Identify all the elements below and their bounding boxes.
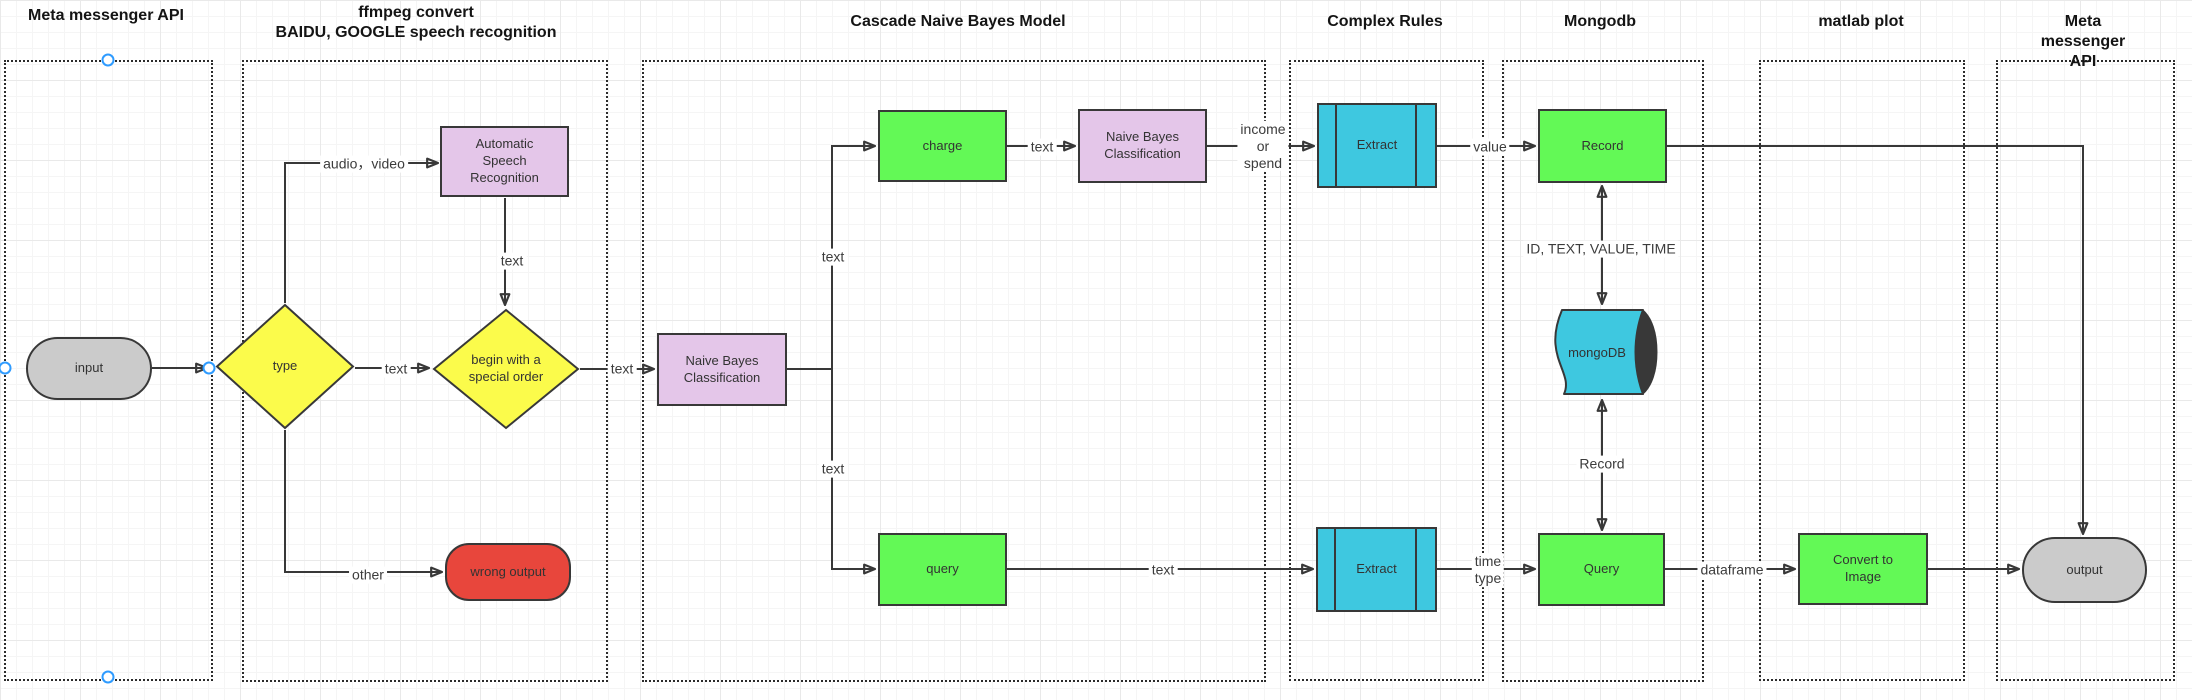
edge-label-record: Record bbox=[1576, 455, 1628, 473]
node-naive-bayes-charge[interactable]: Naive Bayes Classification bbox=[1078, 109, 1207, 183]
node-input[interactable]: input bbox=[26, 337, 152, 400]
connection-handle-top[interactable] bbox=[101, 53, 115, 67]
edge-label-dataframe: dataframe bbox=[1697, 561, 1767, 579]
container-meta-messenger-right[interactable] bbox=[1996, 60, 2175, 681]
container-mongodb[interactable] bbox=[1502, 60, 1704, 682]
title-matlab: matlab plot bbox=[1818, 13, 1904, 30]
node-output-label: output bbox=[2066, 561, 2103, 577]
title-meta-messenger-right: Meta messenger API bbox=[2040, 13, 2126, 70]
node-charge[interactable]: charge bbox=[878, 110, 1007, 182]
edge-label-time-type: time type bbox=[1471, 553, 1505, 587]
edge-label-charge-text: text bbox=[1027, 138, 1057, 156]
title-ffmpeg: ffmpeg convert BAIDU, GOOGLE speech reco… bbox=[275, 4, 557, 41]
diamond-shape bbox=[215, 303, 355, 430]
node-wrong-output-label: wrong output bbox=[470, 563, 546, 579]
edge-label-audio-video: audio，video bbox=[320, 155, 408, 173]
edge-label-income-or-spend: income or spend bbox=[1237, 120, 1289, 172]
node-wrong-output[interactable]: wrong output bbox=[445, 543, 571, 601]
node-charge-label: charge bbox=[922, 137, 963, 153]
node-type-decision[interactable]: type bbox=[215, 303, 355, 430]
node-naive-bayes-main[interactable]: Naive Bayes Classification bbox=[657, 333, 787, 406]
node-extract-time-label: Extract bbox=[1356, 561, 1397, 577]
node-convert-to-image[interactable]: Convert to Image bbox=[1798, 533, 1928, 605]
edge-label-id-text-value-time: ID, TEXT, VALUE, TIME bbox=[1523, 240, 1679, 258]
node-extract-income[interactable]: Extract bbox=[1317, 103, 1437, 188]
connection-handle-type[interactable] bbox=[202, 361, 216, 375]
node-convert-label: Convert to Image bbox=[1833, 552, 1893, 584]
node-query-db[interactable]: Query bbox=[1538, 533, 1665, 606]
node-automatic-speech-recognition[interactable]: Automatic Speech Recognition bbox=[440, 126, 569, 197]
container-matlab[interactable] bbox=[1759, 60, 1965, 681]
connection-handle-left[interactable] bbox=[0, 361, 12, 375]
node-query-branch-label: query bbox=[926, 561, 959, 577]
edge-label-type-text: text bbox=[381, 360, 411, 378]
node-begin-special-order-decision[interactable]: begin with a special order bbox=[432, 308, 580, 430]
node-naive-bayes-main-label: Naive Bayes Classification bbox=[683, 352, 761, 385]
node-record-label: Record bbox=[1581, 137, 1624, 153]
edge-type-asr[interactable] bbox=[284, 157, 440, 303]
database-shape bbox=[1554, 309, 1658, 395]
connection-handle-bottom[interactable] bbox=[101, 670, 115, 684]
title-cascade: Cascade Naive Bayes Model bbox=[850, 13, 1066, 30]
edge-label-begin-text: text bbox=[607, 360, 637, 378]
edge-label-branch-up-text: text bbox=[818, 248, 848, 266]
edge-nbc-query[interactable] bbox=[831, 369, 877, 575]
container-complex-rules[interactable] bbox=[1289, 60, 1484, 681]
edge-label-other: other bbox=[349, 566, 387, 584]
diamond-shape bbox=[432, 308, 580, 430]
edge-label-query-text: text bbox=[1148, 561, 1178, 579]
node-naive-bayes-charge-label: Naive Bayes Classification bbox=[1104, 129, 1181, 161]
node-mongodb[interactable]: mongoDB bbox=[1541, 307, 1663, 397]
node-begin-special-label: begin with a special order bbox=[468, 352, 544, 384]
node-mongodb-label: mongoDB bbox=[1568, 344, 1626, 360]
edge-record-output[interactable] bbox=[1667, 145, 2089, 536]
node-query-branch[interactable]: query bbox=[878, 533, 1007, 606]
node-asr-label: Automatic Speech Recognition bbox=[470, 136, 539, 185]
edge-label-value: value bbox=[1470, 138, 1510, 156]
title-complex-rules: Complex Rules bbox=[1327, 13, 1443, 30]
node-input-label: input bbox=[74, 360, 104, 376]
node-extract-time[interactable]: Extract bbox=[1316, 527, 1437, 612]
node-record[interactable]: Record bbox=[1538, 109, 1667, 183]
node-extract-income-label: Extract bbox=[1356, 137, 1398, 153]
node-output[interactable]: output bbox=[2022, 537, 2147, 603]
edge-label-asr-text: text bbox=[497, 252, 527, 270]
title-meta-messenger-left: Meta messenger API bbox=[28, 7, 184, 24]
edge-type-wrong[interactable] bbox=[284, 430, 444, 578]
node-query-db-label: Query bbox=[1583, 561, 1620, 577]
edge-label-branch-down-text: text bbox=[818, 460, 848, 478]
node-type-label: type bbox=[272, 358, 298, 374]
title-mongodb: Mongodb bbox=[1564, 13, 1636, 30]
